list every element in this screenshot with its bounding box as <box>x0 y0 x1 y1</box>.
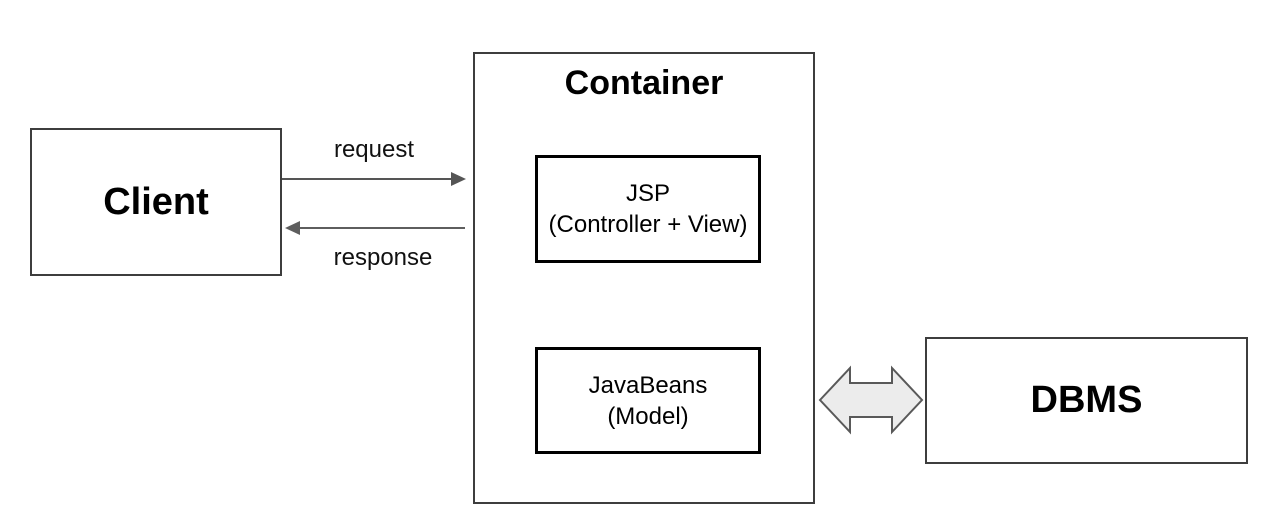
jsp-label-line1: JSP <box>625 180 670 207</box>
request-arrow-icon <box>282 172 466 186</box>
container-title: Container <box>564 64 724 102</box>
javabeans-label-line1: JavaBeans <box>588 371 708 399</box>
response-edge-label: response <box>333 244 433 271</box>
dbms-label: DBMS <box>1030 379 1143 421</box>
client-label: Client <box>103 180 209 223</box>
jsp-label-line2: (Controller + View) <box>548 211 748 238</box>
response-arrow-icon <box>285 221 465 235</box>
dbms-node: DBMS <box>925 337 1248 464</box>
client-node: Client <box>30 128 282 276</box>
javabeans-label-line2: (Model) <box>607 402 689 430</box>
request-edge-label: request <box>333 136 415 163</box>
double-headed-arrow-icon <box>818 365 924 435</box>
jsp-node: JSP (Controller + View) <box>535 155 761 263</box>
javabeans-node: JavaBeans (Model) <box>535 347 761 454</box>
